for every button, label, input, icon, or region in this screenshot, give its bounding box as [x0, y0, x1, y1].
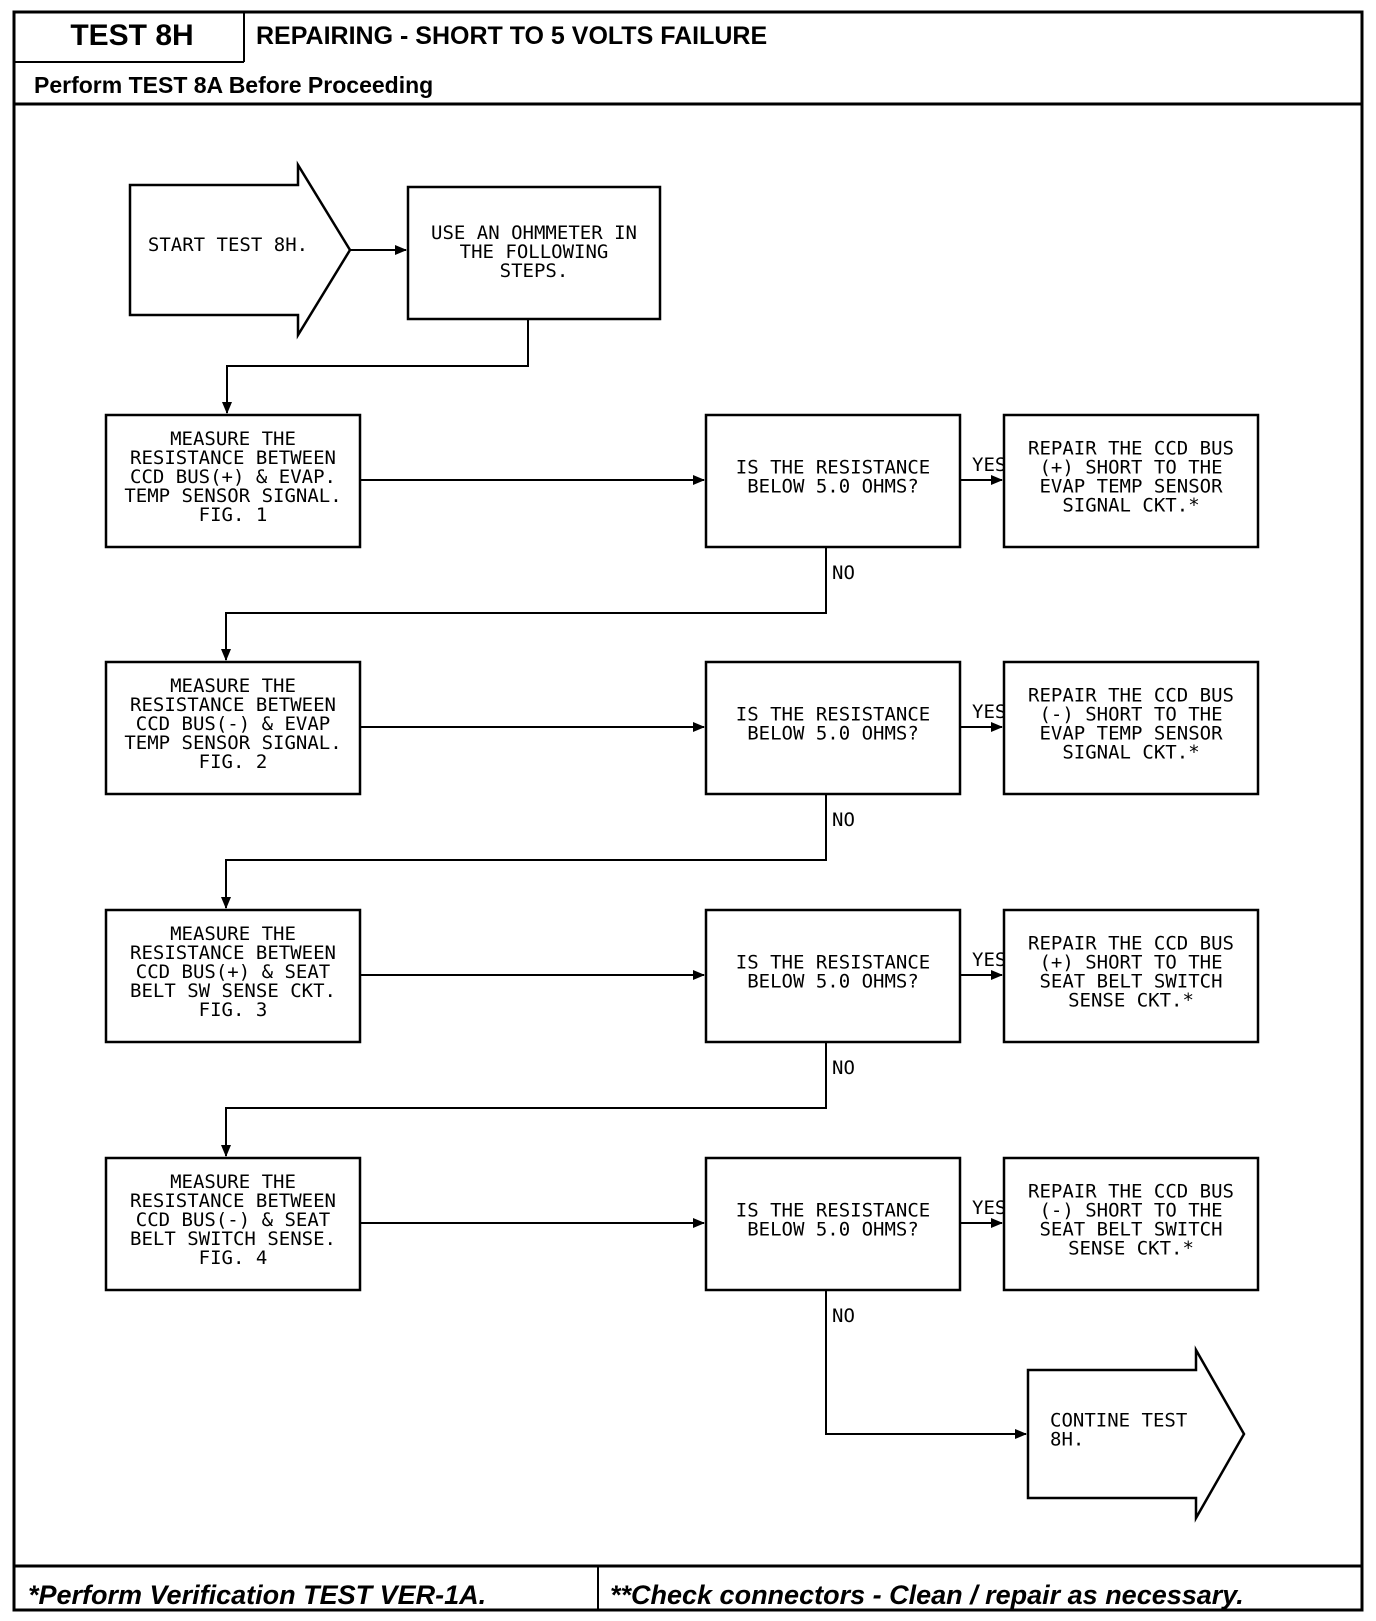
decision-label-1-line: BELOW 5.0 OHMS? — [747, 476, 919, 498]
outer-frame — [12, 10, 1364, 1612]
measure-label-2-line: FIG. 2 — [199, 751, 268, 773]
start-arrow-shape — [128, 160, 352, 340]
no-label-4: NO — [832, 1305, 855, 1327]
repair-label-1-line: SIGNAL CKT.* — [1062, 495, 1199, 517]
repair-label-4-line: SEAT BELT SWITCH — [1039, 1219, 1222, 1241]
no-label-2: NO — [832, 809, 855, 831]
measure-label-2-line: CCD BUS(-) & EVAP — [136, 713, 330, 735]
decision-label-1-line: IS THE RESISTANCE — [736, 457, 930, 479]
connector-no-2 — [221, 794, 827, 909]
connector-no-4 — [825, 1290, 1027, 1439]
repair-box-3 — [1002, 908, 1260, 1044]
measure-label-4-line: CCD BUS(-) & SEAT — [136, 1209, 330, 1231]
measure-label-1-line: CCD BUS(+) & EVAP. — [130, 466, 336, 488]
no-label-1: NO — [832, 562, 855, 584]
measure-label-3-line: RESISTANCE BETWEEN — [130, 942, 336, 964]
repair-label-3-line: SEAT BELT SWITCH — [1039, 971, 1222, 993]
measure-label-2-line: RESISTANCE BETWEEN — [130, 694, 336, 716]
repair-box-1 — [1002, 413, 1260, 549]
measure-label-2-line: MEASURE THE — [170, 675, 296, 697]
measure-label-1-line: FIG. 1 — [199, 504, 268, 526]
decision-label-4-line: IS THE RESISTANCE — [736, 1200, 930, 1222]
repair-label-1-line: REPAIR THE CCD BUS — [1028, 438, 1234, 460]
repair-label-3-line: SENSE CKT.* — [1068, 990, 1194, 1012]
measure-label-1-line: RESISTANCE BETWEEN — [130, 447, 336, 469]
measure-label-3-line: FIG. 3 — [199, 999, 268, 1021]
prerequisite-note: Perform TEST 8A Before Proceeding — [34, 72, 434, 98]
ohmmeter-step-label-line: USE AN OHMMETER IN — [431, 222, 637, 244]
flow-connectors — [221, 245, 1027, 1439]
measure-label-3-line: CCD BUS(+) & SEAT — [136, 961, 330, 983]
footer-verification-note: *Perform Verification TEST VER-1A. — [28, 1580, 487, 1610]
measure-label-1-line: TEMP SENSOR SIGNAL. — [124, 485, 341, 507]
continue-label-line: CONTINE TEST — [1050, 1410, 1187, 1432]
repair-label-1-line: EVAP TEMP SENSOR — [1039, 476, 1223, 498]
start-label: START TEST 8H. — [148, 234, 308, 256]
repair-label-4-line: (-) SHORT TO THE — [1039, 1200, 1222, 1222]
decision-label-2-line: IS THE RESISTANCE — [736, 704, 930, 726]
measure-label-1-line: MEASURE THE — [170, 428, 296, 450]
repair-box-4 — [1002, 1156, 1260, 1292]
repair-label-2-line: EVAP TEMP SENSOR — [1039, 723, 1223, 745]
repair-label-2-line: (-) SHORT TO THE — [1039, 704, 1222, 726]
repair-label-4-line: SENSE CKT.* — [1068, 1238, 1194, 1260]
ohmmeter-step-label-line: STEPS. — [500, 260, 569, 282]
repair-label-1-line: (+) SHORT TO THE — [1039, 457, 1222, 479]
start-label-line: START TEST 8H. — [148, 234, 308, 256]
measure-label-3-line: MEASURE THE — [170, 923, 296, 945]
repair-box-2 — [1002, 660, 1260, 796]
test-id: TEST 8H — [70, 19, 194, 52]
ohmmeter-step-box — [406, 185, 662, 321]
measure-label-4-line: MEASURE THE — [170, 1171, 296, 1193]
repair-label-2-line: REPAIR THE CCD BUS — [1028, 685, 1234, 707]
repair-label-3-line: (+) SHORT TO THE — [1039, 952, 1222, 974]
connector-ohmmeter-to-measure-1 — [222, 319, 529, 414]
measure-label-3-line: BELT SW SENSE CKT. — [130, 980, 336, 1002]
continue-label-line: 8H. — [1050, 1429, 1084, 1451]
continue-arrow-shape — [1026, 1345, 1246, 1523]
yes-label-4: YES — [972, 1197, 1006, 1219]
decision-label-2-line: BELOW 5.0 OHMS? — [747, 723, 919, 745]
measure-label-4-line: RESISTANCE BETWEEN — [130, 1190, 336, 1212]
measure-label-2-line: TEMP SENSOR SIGNAL. — [124, 732, 341, 754]
connector-no-3 — [221, 1042, 827, 1157]
yes-label-1: YES — [972, 454, 1006, 476]
measure-label-4-line: FIG. 4 — [199, 1247, 268, 1269]
repair-label-2-line: SIGNAL CKT.* — [1062, 742, 1199, 764]
decision-label-3-line: BELOW 5.0 OHMS? — [747, 971, 919, 993]
ohmmeter-step-label-line: THE FOLLOWING — [460, 241, 609, 263]
page-title: REPAIRING - SHORT TO 5 VOLTS FAILURE — [256, 22, 768, 50]
decision-label-4-line: BELOW 5.0 OHMS? — [747, 1219, 919, 1241]
flow-shapes — [104, 160, 1260, 1523]
yes-label-3: YES — [972, 949, 1006, 971]
footer-connector-note: **Check connectors - Clean / repair as n… — [610, 1580, 1244, 1610]
repair-label-4-line: REPAIR THE CCD BUS — [1028, 1181, 1234, 1203]
measure-label-4-line: BELT SWITCH SENSE. — [130, 1228, 336, 1250]
connector-no-1 — [221, 547, 827, 661]
yes-label-2: YES — [972, 701, 1006, 723]
decision-label-3-line: IS THE RESISTANCE — [736, 952, 930, 974]
repair-label-3-line: REPAIR THE CCD BUS — [1028, 933, 1234, 955]
no-label-3: NO — [832, 1057, 855, 1079]
